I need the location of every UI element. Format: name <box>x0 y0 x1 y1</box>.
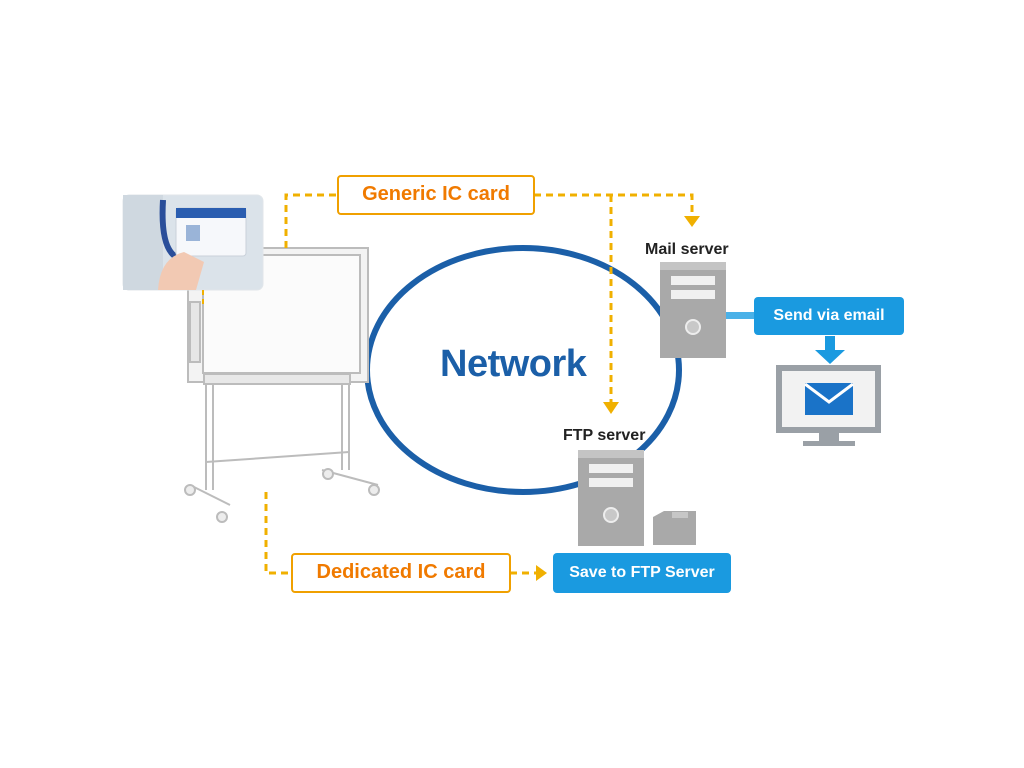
monitor-icon <box>776 365 881 446</box>
arrowhead <box>603 402 619 414</box>
email-arrow-shaft <box>825 336 835 352</box>
ftp-server-label: FTP server <box>563 427 646 444</box>
dedicated-card-path <box>264 492 536 575</box>
electronic-whiteboard-icon <box>184 247 380 523</box>
generic-card-label: Generic IC card <box>337 175 535 215</box>
mail-server-icon <box>660 262 726 358</box>
envelope-icon <box>804 382 854 415</box>
generic-card-path <box>284 193 694 402</box>
arrowhead <box>684 216 700 227</box>
network-title: Network <box>440 343 587 385</box>
email-arrow-head <box>815 350 845 364</box>
ftp-server-icon <box>578 450 644 546</box>
save-ftp-box: Save to FTP Server <box>553 553 731 593</box>
sd-card-notch <box>672 512 688 518</box>
arrowhead <box>536 565 547 581</box>
sd-card-icon <box>653 511 696 545</box>
dedicated-card-label: Dedicated IC card <box>291 553 511 593</box>
id-card-photo-icon <box>122 194 264 305</box>
send-email-box: Send via email <box>754 297 904 335</box>
email-connector <box>726 312 756 319</box>
mail-server-label: Mail server <box>645 241 729 258</box>
